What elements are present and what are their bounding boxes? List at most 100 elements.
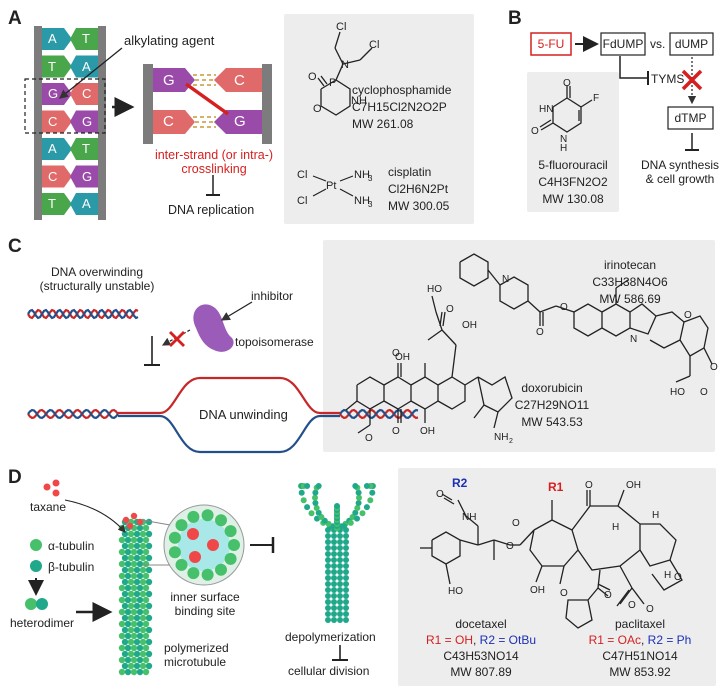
zoom-base-bottom-left bbox=[153, 110, 195, 134]
dna-helix-unwinding bbox=[27, 408, 419, 420]
topoisomerase-label: topoisomerase bbox=[235, 335, 314, 349]
cyclophosphamide-formula: C7H15Cl2N2O2P bbox=[352, 100, 447, 114]
dtmp-box bbox=[667, 106, 714, 130]
svg-text:NH: NH bbox=[494, 432, 508, 443]
svg-text:O: O bbox=[674, 572, 682, 583]
svg-text:Cl: Cl bbox=[297, 169, 307, 181]
svg-text:O: O bbox=[710, 362, 718, 373]
base-right-6 bbox=[70, 193, 98, 215]
svg-text:O: O bbox=[536, 327, 544, 338]
base-letter-right-5: G bbox=[82, 168, 93, 184]
base-left-4 bbox=[42, 138, 72, 160]
taxane-label: taxane bbox=[30, 500, 67, 514]
base-letter-left-1: T bbox=[48, 58, 56, 74]
svg-text:HO: HO bbox=[427, 284, 442, 295]
paclitaxel-mw: MW 853.92 bbox=[609, 665, 671, 679]
svg-text:O: O bbox=[313, 103, 322, 115]
base-right-4 bbox=[70, 138, 98, 160]
base-letter-right-6: A bbox=[82, 196, 91, 211]
panel-letter-c: C bbox=[8, 236, 22, 257]
r2-marker: R2 bbox=[452, 476, 468, 490]
zoom-base-top-right bbox=[214, 68, 262, 92]
svg-text:H: H bbox=[652, 510, 659, 521]
doxorubicin-name: doxorubicin bbox=[521, 381, 583, 395]
base-letter-right-0: T bbox=[82, 31, 90, 46]
svg-text:HO: HO bbox=[670, 387, 685, 398]
svg-text:HN: HN bbox=[539, 104, 553, 115]
svg-text:O: O bbox=[392, 348, 400, 359]
beta-tubulin-icon bbox=[30, 560, 42, 572]
base-letter-right-4: T bbox=[82, 141, 90, 156]
base-left-6 bbox=[42, 193, 72, 215]
svg-text:OH: OH bbox=[530, 585, 545, 596]
docetaxel-r-groups: R1 = OH, R2 = OtBu bbox=[425, 633, 537, 647]
base-left-1 bbox=[42, 55, 72, 78]
doxorubicin-mw: MW 543.53 bbox=[521, 415, 583, 429]
svg-text:O: O bbox=[700, 387, 708, 398]
crosslink-label: inter-strand (or intra-) crosslinking bbox=[154, 148, 274, 176]
paclitaxel-formula: C47H51NO14 bbox=[602, 649, 678, 663]
dump-label: dUMP bbox=[674, 37, 709, 51]
base-right-3 bbox=[70, 110, 98, 133]
base-letter-right-2: C bbox=[82, 86, 92, 101]
binding-site-label: inner surface binding site bbox=[170, 590, 240, 618]
docetaxel-r2: R2 = OtBu bbox=[479, 633, 537, 647]
dump-box bbox=[669, 32, 714, 56]
svg-text:NH: NH bbox=[354, 169, 370, 181]
svg-text:O: O bbox=[436, 489, 444, 500]
agent-arrow bbox=[58, 47, 123, 99]
zoom-letter-bottom-right: G bbox=[234, 113, 246, 130]
svg-text:HO: HO bbox=[448, 586, 463, 597]
svg-text:O: O bbox=[512, 518, 520, 529]
base-left-5 bbox=[42, 165, 72, 188]
svg-text:N: N bbox=[341, 59, 349, 71]
irinotecan-mw: MW 586.69 bbox=[599, 292, 661, 306]
svg-text:O: O bbox=[560, 588, 568, 599]
dtmp-label: dTMP bbox=[674, 111, 707, 125]
fu-box bbox=[530, 32, 572, 56]
panel-a-structure-box bbox=[284, 14, 474, 224]
svg-text:OH: OH bbox=[626, 480, 641, 491]
fluorouracil-structure bbox=[539, 86, 593, 133]
alpha-tubulin-label: α-tubulin bbox=[48, 539, 95, 553]
dna-replication-label: DNA replication bbox=[168, 203, 255, 217]
panel-letter-d: D bbox=[8, 467, 22, 488]
base-letter-left-2: G bbox=[48, 86, 59, 101]
svg-text:N: N bbox=[560, 134, 567, 145]
base-letter-right-3: G bbox=[82, 113, 93, 129]
vs-label: vs. bbox=[650, 37, 666, 51]
zoom-letter-top-left: G bbox=[163, 72, 175, 89]
svg-text:OH: OH bbox=[420, 426, 435, 437]
base-right-5 bbox=[70, 165, 98, 188]
svg-text:Cl: Cl bbox=[297, 195, 307, 207]
base-letter-right-1: A bbox=[82, 58, 91, 74]
svg-text:O: O bbox=[646, 604, 654, 615]
alpha-tubulin-icon bbox=[30, 539, 42, 551]
doxorubicin-formula: C27H29NO11 bbox=[514, 398, 590, 412]
paclitaxel-name: paclitaxel bbox=[614, 617, 666, 631]
base-letter-left-0: A bbox=[48, 31, 57, 46]
base-right-2 bbox=[70, 83, 98, 105]
fluorouracil-formula: C4H3FN2O2 bbox=[538, 175, 608, 189]
base-left-3 bbox=[42, 110, 72, 133]
zoom-letter-top-right: C bbox=[234, 72, 245, 89]
svg-text:NH: NH bbox=[351, 95, 367, 107]
svg-text:O: O bbox=[563, 78, 571, 89]
svg-text:NH: NH bbox=[354, 195, 370, 207]
dna-ladder bbox=[24, 26, 106, 220]
svg-text:O: O bbox=[446, 304, 454, 315]
svg-text:2: 2 bbox=[509, 438, 513, 445]
svg-text:O: O bbox=[365, 433, 373, 444]
svg-text:OH: OH bbox=[462, 320, 477, 331]
zoom-base-top-left bbox=[153, 68, 195, 92]
zoom-base-bottom-right bbox=[214, 110, 262, 134]
base-left-0 bbox=[42, 28, 72, 50]
blocked-x-icon-c bbox=[169, 331, 185, 347]
fluorouracil-name: 5-fluorouracil bbox=[538, 158, 608, 172]
svg-text:O: O bbox=[308, 71, 317, 83]
docetaxel-mw: MW 807.89 bbox=[450, 665, 512, 679]
base-right-0 bbox=[70, 28, 98, 50]
alkylating-agent-label: alkylating agent bbox=[124, 33, 215, 48]
svg-text:O: O bbox=[628, 600, 636, 611]
fdump-label: FdUMP bbox=[602, 37, 644, 51]
